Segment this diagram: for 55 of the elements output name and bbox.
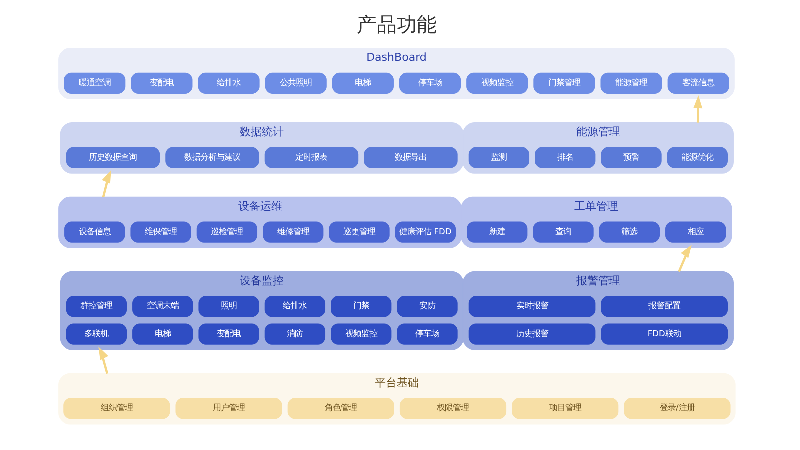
node-box: 公共照明	[264, 72, 326, 94]
node-box: 设备信息	[64, 222, 125, 243]
arrow	[693, 96, 702, 123]
node-box: 项目管理	[512, 398, 618, 420]
node-box: 用户管理	[175, 398, 282, 420]
node-box: 健康评估 FDD	[394, 222, 456, 243]
node-box: 排名	[534, 147, 596, 168]
node-box: 视频监控	[330, 324, 392, 345]
node-box: 电梯	[332, 72, 394, 94]
node-box: 角色管理	[287, 398, 394, 420]
node-box: 监测	[468, 147, 530, 168]
node-box: 数据导出	[364, 147, 458, 168]
node-box: 维保管理	[130, 222, 191, 243]
node-box: 报警配置	[600, 296, 728, 318]
node-box: 历史报警	[468, 324, 596, 345]
node-box: 电梯	[132, 324, 193, 345]
node-box: 预警	[600, 147, 662, 168]
node-box: 停车场	[399, 72, 461, 94]
node-box: 权限管理	[399, 398, 506, 420]
diagram-title: 产品功能	[356, 12, 437, 37]
node-box: 查询	[532, 222, 594, 243]
node-box: 停车场	[396, 324, 458, 345]
node-box: 给排水	[198, 72, 260, 94]
node-box: 新建	[466, 222, 528, 243]
node-box: 巡检管理	[196, 222, 258, 243]
node-box: 变配电	[198, 324, 259, 345]
node-box: 照明	[198, 296, 259, 318]
node-box: 门禁管理	[533, 72, 595, 94]
node-box: 群控管理	[66, 296, 127, 318]
node-box: 多联机	[66, 324, 127, 345]
node-box: 登录/注册	[624, 398, 730, 420]
node-box: 定时报表	[264, 147, 358, 168]
node-box: 客流信息	[667, 72, 729, 94]
node-box: 能源管理	[600, 72, 662, 94]
node-box: 实时报警	[468, 296, 596, 318]
node-box: 组织管理	[63, 398, 170, 420]
node-box: 门禁	[330, 296, 392, 318]
node-box: FDD联动	[600, 324, 728, 345]
node-box: 数据分析与建议	[165, 147, 259, 168]
node-box: 给排水	[264, 296, 326, 318]
node-box: 相应	[665, 222, 726, 243]
node-box: 变配电	[130, 72, 192, 94]
node-box: 视频监控	[466, 72, 528, 94]
node-box: 安防	[396, 296, 458, 318]
node-box: 筛选	[598, 222, 660, 243]
node-box: 能源优化	[666, 147, 728, 168]
node-box: 历史数据查询	[66, 147, 160, 168]
node-box: 暖通空调	[64, 72, 126, 94]
node-box: 巡更管理	[328, 222, 390, 243]
node-box: 消防	[264, 324, 326, 345]
arrow	[678, 245, 692, 272]
node-box: 空调末端	[132, 296, 193, 318]
node-box: 维修管理	[262, 222, 324, 243]
arrow	[102, 170, 111, 198]
arrow	[98, 346, 108, 374]
